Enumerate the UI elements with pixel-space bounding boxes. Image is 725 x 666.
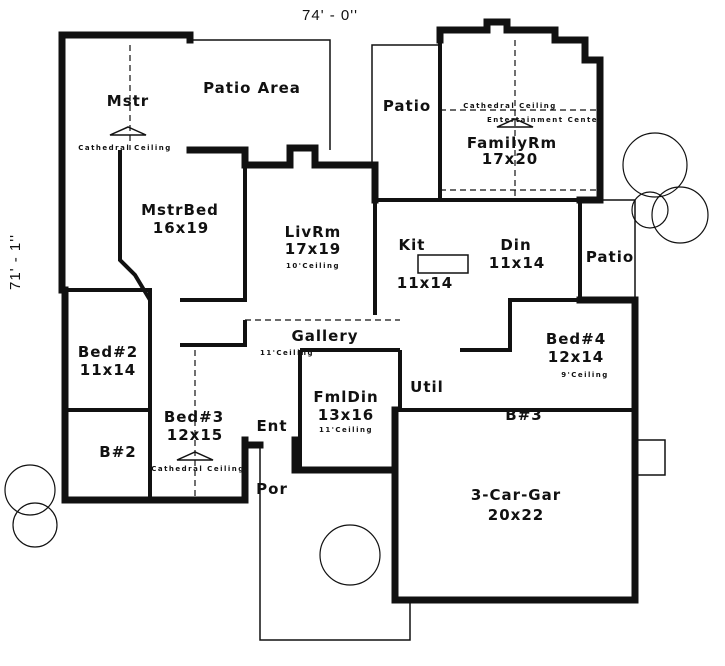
room-note: Cathedral Ceiling bbox=[78, 144, 172, 152]
room-size: 12x15 bbox=[167, 426, 223, 444]
room-patio-side: Patio bbox=[586, 248, 634, 266]
room-note: Cathedral Ceiling bbox=[151, 465, 245, 473]
room-size: 17x19 bbox=[285, 240, 341, 258]
room-family: Cathedral Ceiling Entertainment Center F… bbox=[463, 102, 603, 168]
room-name: 3-Car-Gar bbox=[471, 486, 561, 504]
room-size: 16x19 bbox=[153, 219, 209, 237]
room-dining: Din 11x14 bbox=[489, 236, 545, 272]
overall-depth-dimension: 71' - 1'' bbox=[7, 234, 24, 290]
room-bath3: B#3 bbox=[505, 406, 542, 424]
room-gallery: Gallery 11'Ceiling bbox=[260, 327, 358, 357]
room-kitchen: Kit 11x14 bbox=[397, 236, 453, 292]
room-bed4: Bed#4 12x14 9'Ceiling bbox=[546, 330, 609, 379]
room-note: 11'Ceiling bbox=[319, 426, 373, 434]
room-name: Kit bbox=[399, 236, 426, 254]
room-living: LivRm 17x19 10'Ceiling bbox=[285, 223, 342, 270]
room-bed2: Bed#2 11x14 bbox=[78, 343, 138, 379]
room-name: Bed#4 bbox=[546, 330, 606, 348]
room-name: Din bbox=[500, 236, 531, 254]
room-bath2: B#2 bbox=[99, 443, 136, 461]
room-utility: Util bbox=[410, 378, 444, 396]
room-name: Mstr bbox=[107, 92, 149, 110]
room-bed3: Bed#3 12x15 Cathedral Ceiling bbox=[151, 408, 245, 473]
room-name: MstrBed bbox=[141, 201, 219, 219]
room-note: 9'Ceiling bbox=[561, 371, 609, 379]
cathedral-ceiling-marker bbox=[496, 118, 534, 128]
room-garage: 3-Car-Gar 20x22 bbox=[471, 486, 561, 524]
exterior-walls bbox=[58, 18, 639, 604]
room-name: Gallery bbox=[291, 327, 358, 345]
cathedral-ceiling-marker bbox=[109, 126, 147, 136]
room-name: Bed#2 bbox=[78, 343, 138, 361]
room-entry: Ent bbox=[256, 417, 287, 435]
room-name: FamilyRm bbox=[467, 134, 557, 152]
kitchen-island bbox=[417, 254, 469, 274]
room-size: 11x14 bbox=[397, 274, 453, 292]
room-master-bed: MstrBed 16x19 bbox=[141, 201, 219, 237]
room-size: 13x16 bbox=[318, 406, 374, 424]
entertainment-center: Entertainment Center bbox=[487, 116, 603, 124]
room-formal-dining: FmlDin 13x16 11'Ceiling bbox=[313, 388, 378, 434]
overall-width-dimension: 74' - 0'' bbox=[302, 7, 358, 24]
room-name: FmlDin bbox=[313, 388, 378, 406]
room-size: 17x20 bbox=[482, 150, 538, 168]
room-patio-area: Patio Area bbox=[203, 79, 301, 97]
room-master-bath: Mstr Cathedral Ceiling bbox=[78, 92, 172, 152]
landscape-trees bbox=[4, 132, 709, 586]
room-size: 11x14 bbox=[489, 254, 545, 272]
room-porch: Por bbox=[256, 480, 288, 498]
room-note: Cathedral Ceiling bbox=[463, 102, 557, 110]
room-size: 12x14 bbox=[548, 348, 604, 366]
room-size: 20x22 bbox=[488, 506, 544, 524]
interior-walls bbox=[65, 39, 666, 641]
room-name: LivRm bbox=[285, 223, 342, 241]
cathedral-ceiling-marker bbox=[176, 451, 214, 461]
room-patio-rear: Patio bbox=[383, 97, 431, 115]
room-note: 10'Ceiling bbox=[286, 262, 340, 270]
room-name: Bed#3 bbox=[164, 408, 224, 426]
room-note: 11'Ceiling bbox=[260, 349, 314, 357]
room-size: 11x14 bbox=[80, 361, 136, 379]
